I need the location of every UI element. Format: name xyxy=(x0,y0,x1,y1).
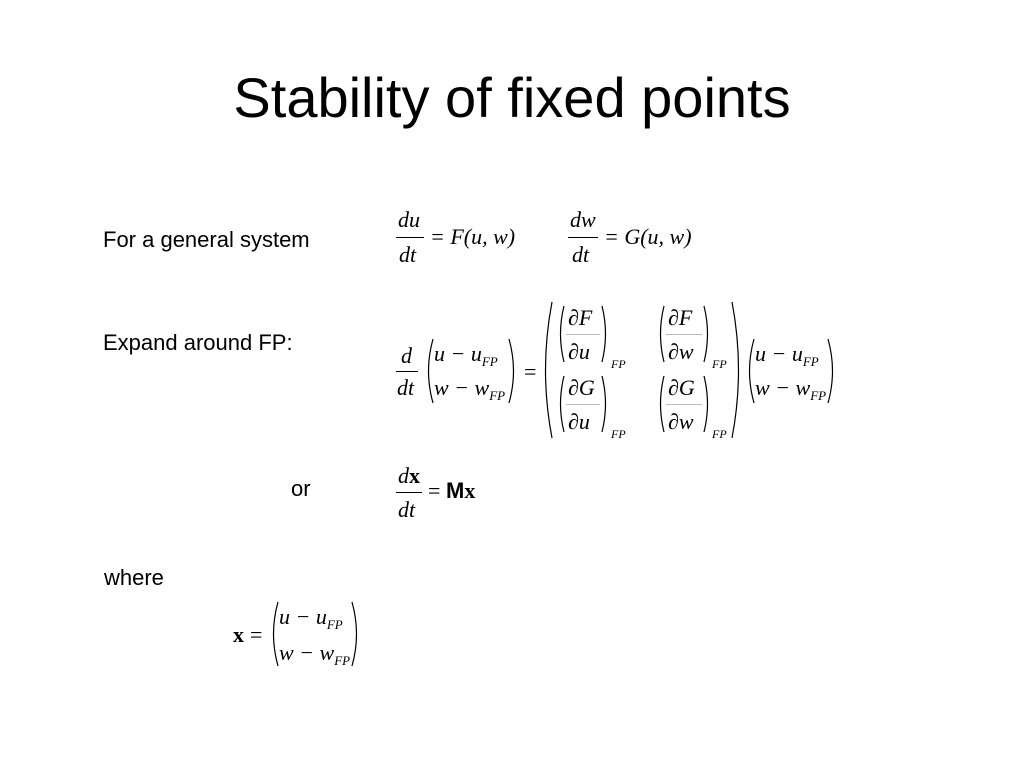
equals-sign: = xyxy=(428,478,441,503)
jacobian-right-bracket xyxy=(731,301,740,439)
vector-left-paren xyxy=(748,338,755,404)
entry11-partial-F: ∂F xyxy=(568,305,593,330)
left-paren xyxy=(427,338,434,404)
dxdt-fraction-bar xyxy=(396,492,422,493)
slide-title: Stability of fixed points xyxy=(233,66,791,129)
entry21-bar xyxy=(566,404,600,405)
rhs-F: = F(u, w) xyxy=(430,224,516,249)
dt-denominator: dt xyxy=(572,242,590,267)
w-minus-wFP: w − wFP xyxy=(434,375,506,404)
general-system-label: For a general system xyxy=(103,227,310,252)
dt-denominator: dt xyxy=(399,242,417,267)
rhs-G: = G(u, w) xyxy=(604,224,692,249)
entry11-left-paren xyxy=(559,305,565,363)
entry11-fp: FP xyxy=(611,357,626,371)
entry22-left-paren xyxy=(659,375,665,433)
expand-label: Expand around FP: xyxy=(103,330,293,355)
dt-denominator: dt xyxy=(398,497,416,522)
entry12-partial-w: ∂w xyxy=(668,339,694,364)
or-label: or xyxy=(291,476,311,501)
x-left-paren xyxy=(272,601,279,667)
right-paren xyxy=(508,338,515,404)
entry22-right-paren xyxy=(703,375,709,433)
entry21-left-paren xyxy=(559,375,565,433)
du-fraction-bar xyxy=(396,237,424,238)
entry12-bar xyxy=(666,334,702,335)
entry11-partial-u: ∂u xyxy=(568,339,590,364)
entry12-fp: FP xyxy=(712,357,727,371)
dx-numerator: dx xyxy=(398,463,420,488)
du-numerator: du xyxy=(398,207,420,232)
u-minus-uFP: u − uFP xyxy=(434,341,498,370)
x-w-row: w − wFP xyxy=(279,640,351,669)
entry12-right-paren xyxy=(703,305,709,363)
jacobian-left-bracket xyxy=(544,301,553,439)
x-u-row: u − uFP xyxy=(279,604,343,633)
Mx-product: Mx xyxy=(446,478,476,503)
ddt-fraction-bar xyxy=(396,371,418,372)
entry11-bar xyxy=(566,334,600,335)
vector-w-row: w − wFP xyxy=(755,375,827,404)
where-label: where xyxy=(104,565,164,590)
x-right-paren xyxy=(351,601,358,667)
equals-sign: = xyxy=(250,622,263,647)
entry22-partial-G: ∂G xyxy=(668,375,695,400)
entry21-partial-u: ∂u xyxy=(568,409,590,434)
vector-u-row: u − uFP xyxy=(755,341,819,370)
entry22-fp: FP xyxy=(712,427,727,441)
entry21-partial-G: ∂G xyxy=(568,375,595,400)
vector-right-paren xyxy=(827,338,834,404)
dw-fraction-bar xyxy=(568,237,598,238)
x-symbol: x xyxy=(233,622,244,647)
entry22-bar xyxy=(666,404,702,405)
entry11-right-paren xyxy=(601,305,607,363)
equals-sign: = xyxy=(524,359,537,384)
dt-denominator: dt xyxy=(397,375,415,400)
entry21-fp: FP xyxy=(611,427,626,441)
dw-numerator: dw xyxy=(570,207,596,232)
entry21-right-paren xyxy=(601,375,607,433)
d-numerator: d xyxy=(401,343,412,368)
entry12-partial-F: ∂F xyxy=(668,305,693,330)
entry22-partial-w: ∂w xyxy=(668,409,694,434)
entry12-left-paren xyxy=(659,305,665,363)
